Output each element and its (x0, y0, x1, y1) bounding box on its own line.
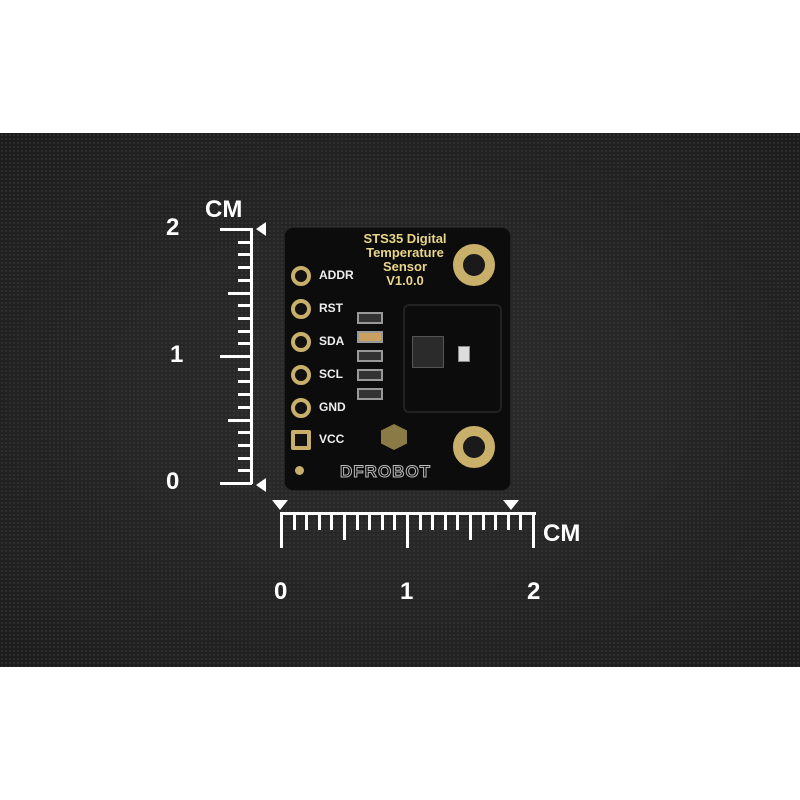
ruler-tick (238, 316, 252, 320)
vertical-ruler (200, 228, 260, 485)
board-title-line: Sensor (382, 259, 428, 274)
ruler-tick (330, 512, 334, 530)
board-title-line: V1.0.0 (386, 273, 424, 288)
ruler-tick (456, 512, 460, 530)
ruler-tick (238, 253, 252, 257)
pin-label-gnd: GND (319, 400, 346, 414)
ruler-tick (519, 512, 523, 530)
resistor (357, 331, 383, 343)
ruler-tick (280, 512, 283, 548)
ruler-tick (228, 418, 252, 422)
sensor-area (403, 304, 502, 413)
pin-label-vcc: VCC (319, 432, 345, 446)
resistor (357, 350, 383, 362)
pin-pad (291, 332, 311, 352)
board-title-line: Temperature (366, 245, 444, 260)
ruler-marker-icon (256, 478, 266, 492)
vertical-ruler-label-2: 2 (166, 214, 180, 241)
ruler-tick (506, 512, 510, 530)
ruler-tick (355, 512, 359, 530)
resistor (357, 312, 383, 324)
pin-label-scl: SCL (319, 367, 343, 381)
ruler-marker-icon (503, 500, 519, 510)
ruler-tick (238, 393, 252, 397)
horizontal-ruler-label-0: 0 (274, 578, 288, 605)
resistor (357, 388, 383, 400)
mounting-hole (453, 426, 495, 468)
ruler-tick (443, 512, 447, 530)
pin-pad (291, 365, 311, 385)
horizontal-ruler-label-1: 1 (400, 578, 414, 605)
pin-label-sda: SDA (319, 334, 345, 348)
vertical-ruler-label-0: 0 (166, 468, 180, 495)
ruler-tick (317, 512, 321, 530)
ruler-tick (220, 355, 252, 358)
dfrobot-logo-icon (381, 424, 407, 450)
horizontal-ruler (280, 512, 536, 562)
ruler-tick (431, 512, 435, 530)
ruler-tick (238, 380, 252, 384)
ruler-tick (343, 512, 346, 540)
ruler-tick (228, 291, 252, 295)
ruler-tick (481, 512, 485, 530)
ruler-marker-icon (272, 500, 288, 510)
ruler-tick (238, 240, 252, 244)
ruler-tick (368, 512, 372, 530)
ruler-tick (220, 228, 252, 231)
capacitor (458, 346, 470, 362)
ruler-tick (238, 405, 252, 409)
mounting-hole (453, 244, 495, 286)
ruler-tick (238, 443, 252, 447)
pin-label-rst: RST (319, 301, 343, 315)
ruler-tick (494, 512, 498, 530)
ruler-tick (292, 512, 296, 530)
sensor-chip (412, 336, 444, 368)
vertical-ruler-label-1: 1 (170, 341, 184, 368)
ruler-tick (238, 456, 252, 460)
ruler-tick (238, 342, 252, 346)
ruler-tick (418, 512, 422, 530)
horizontal-ruler-label-2: 2 (527, 578, 541, 605)
board-title-line: STS35 Digital (363, 231, 447, 246)
ruler-tick (238, 469, 252, 473)
pin-pad (291, 430, 311, 450)
ruler-tick (238, 278, 252, 282)
ruler-tick (380, 512, 384, 530)
ruler-tick (393, 512, 397, 530)
ruler-tick (238, 431, 252, 435)
pin-label-addr: ADDR (319, 268, 354, 282)
ruler-tick (220, 482, 252, 485)
ruler-tick (532, 512, 535, 548)
ruler-tick (469, 512, 472, 540)
pin-pad (291, 266, 311, 286)
pin-pad (291, 398, 311, 418)
resistor (357, 369, 383, 381)
ruler-tick (406, 512, 409, 548)
ruler-tick (238, 266, 252, 270)
ruler-tick (238, 329, 252, 333)
ruler-tick (238, 367, 252, 371)
vertical-ruler-unit: CM (205, 196, 243, 223)
horizontal-ruler-unit: CM (543, 520, 581, 547)
sensor-board: STS35 Digital Temperature Sensor V1.0.0 … (285, 228, 510, 490)
ruler-marker-icon (256, 222, 266, 236)
ruler-tick (238, 304, 252, 308)
brand-label: DFROBOT (339, 462, 432, 482)
solder-dot (295, 466, 304, 475)
pin-pad (291, 299, 311, 319)
ruler-tick (305, 512, 309, 530)
